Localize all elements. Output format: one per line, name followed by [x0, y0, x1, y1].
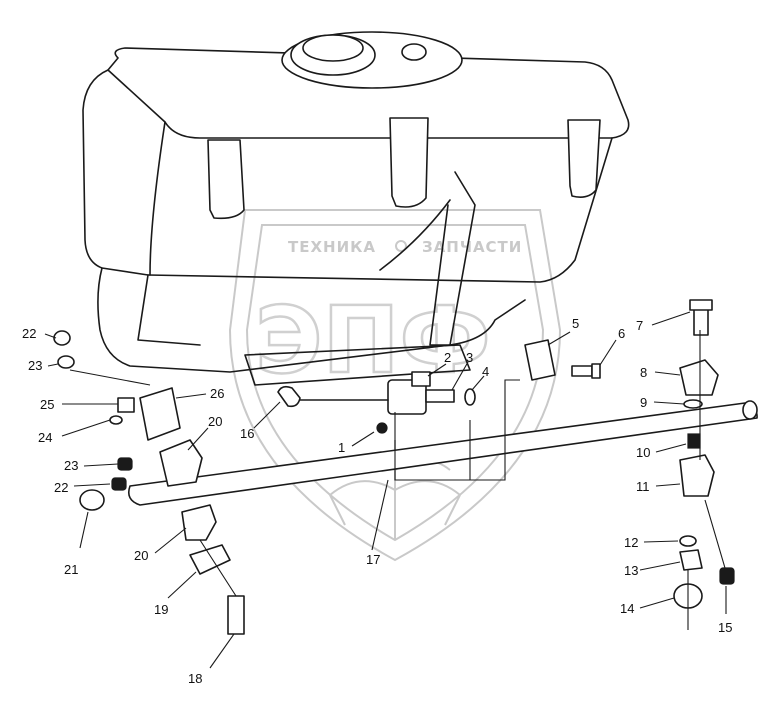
- valve-lever[interactable]: [411, 371, 431, 387]
- callout-12: 12: [624, 535, 638, 550]
- tank-strap-pocket-2: [389, 117, 429, 208]
- watermark-monogram: ЭПФ: [255, 287, 491, 394]
- bolt-21-head: [79, 489, 105, 511]
- clamp-half-20-top: [159, 439, 203, 487]
- left-bracket-group: [53, 330, 245, 635]
- fuel-valve-assembly: [277, 371, 520, 481]
- fuel-tank: [82, 31, 630, 386]
- callout-20-top: 20: [208, 414, 222, 429]
- callout-22-bottom: 22: [54, 480, 68, 495]
- callout-7: 7: [636, 318, 643, 333]
- callout-23-top: 23: [28, 358, 42, 373]
- tank-strap-pocket-1: [207, 139, 245, 220]
- callout-8: 8: [640, 365, 647, 380]
- callout-26: 26: [210, 386, 224, 401]
- plate-19: [189, 544, 231, 575]
- callout-13: 13: [624, 563, 638, 578]
- tank-drain-panel: [244, 344, 471, 386]
- frame-tube-body: [127, 402, 758, 506]
- sealing-ring-4: [464, 388, 476, 406]
- clamp-half-20-bottom: [181, 504, 217, 541]
- callout-25: 25: [40, 397, 54, 412]
- callout-10: 10: [636, 445, 650, 460]
- callout-labels: 1 2 3 4 5 6 7 8 9 10 11 12 13 14 15 16 1…: [22, 316, 732, 686]
- callout-4: 4: [482, 364, 489, 379]
- fuel-hose-branch: [379, 199, 451, 271]
- callout-14: 14: [620, 601, 634, 616]
- callout-23-bottom: 23: [64, 458, 78, 473]
- mounting-bracket-26: [139, 387, 181, 441]
- drain-tube-17: [394, 412, 471, 481]
- callout-19: 19: [154, 602, 168, 617]
- tank-left-side: [82, 69, 149, 276]
- callout-18: 18: [188, 671, 202, 686]
- callout-21: 21: [64, 562, 78, 577]
- nut-22-top: [53, 330, 71, 346]
- callout-22-top: 22: [22, 326, 36, 341]
- callout-16: 16: [240, 426, 254, 441]
- leader-lines: [44, 311, 727, 669]
- watermark-caption-left: ТЕХНИКА: [288, 238, 376, 256]
- callout-15: 15: [718, 620, 732, 635]
- callout-6: 6: [618, 326, 625, 341]
- clamp-half-11: [679, 454, 715, 497]
- clamp-half-8: [679, 359, 719, 396]
- callout-9: 9: [640, 395, 647, 410]
- hose-clamp-16: [277, 385, 301, 408]
- filler-cap-top: [302, 34, 364, 62]
- tank-front-edge: [149, 121, 166, 276]
- bracket-group-5-6: [524, 339, 601, 381]
- callout-5: 5: [572, 316, 579, 331]
- nut-15: [719, 567, 735, 585]
- bolt-7-head: [689, 299, 713, 311]
- frame-tube: [127, 400, 758, 506]
- bushing-10: [687, 433, 701, 449]
- bolt-6-head: [591, 363, 601, 379]
- lock-washer-13: [679, 549, 703, 571]
- callout-20-bottom: 20: [134, 548, 148, 563]
- tank-strap-pocket-3: [567, 119, 601, 198]
- frame-tube-end: [742, 400, 758, 420]
- lock-washer-23: [117, 457, 133, 471]
- washer-24: [109, 415, 123, 425]
- gear-icon: [395, 240, 407, 252]
- bolt-25: [117, 397, 135, 413]
- right-clamp-stack: [673, 299, 735, 630]
- callout-11: 11: [636, 479, 650, 494]
- callout-1: 1: [338, 440, 345, 455]
- tank-top: [107, 47, 630, 139]
- bracket-5: [524, 339, 556, 381]
- callout-3: 3: [466, 350, 473, 365]
- tank-bottom-edge: [147, 137, 613, 283]
- callout-17: 17: [366, 552, 380, 567]
- bolt-18: [227, 595, 245, 635]
- watermark-caption-right: ЗАПЧАСТИ: [422, 238, 522, 256]
- sender-plug: [401, 43, 427, 61]
- nut-22: [111, 477, 127, 491]
- bolt-6: [571, 365, 593, 377]
- valve-fitting-3: [425, 389, 455, 403]
- washer-23-top: [57, 355, 75, 369]
- clamp-stack-axis: [687, 330, 726, 630]
- callout-2: 2: [444, 350, 451, 365]
- callout-24: 24: [38, 430, 52, 445]
- drain-tube-run: [470, 379, 520, 481]
- tank-lower-crease: [137, 274, 201, 346]
- washer-12: [679, 535, 697, 547]
- washer-9: [683, 399, 703, 409]
- left-group-axis: [69, 369, 237, 597]
- tank-lower-body: [97, 267, 526, 373]
- nut-1: [376, 422, 388, 434]
- watermark-shield: [228, 209, 562, 562]
